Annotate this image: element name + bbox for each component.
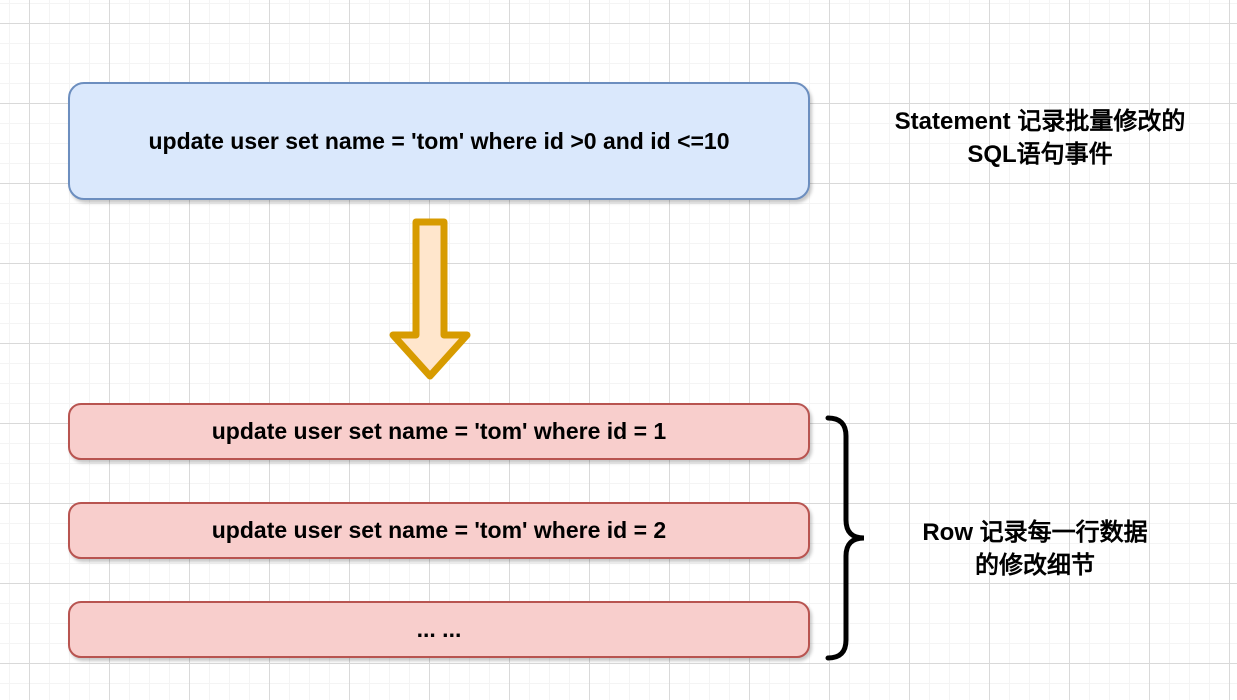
row-label-line2: 的修改细节 [975,552,1095,579]
curly-brace-icon [825,415,865,661]
row-sql-box-3: ... ... [68,601,810,658]
statement-sql-text: update user set name = 'tom' where id >0… [148,127,730,154]
row-label-line1: Row 记录每一行数据 [922,519,1148,546]
statement-label-line2: SQL语句事件 [967,141,1113,168]
statement-label-line1: Statement 记录批量修改的 [894,108,1186,135]
row-sql-box-1: update user set name = 'tom' where id = … [68,403,810,460]
row-sql-text-2: update user set name = 'tom' where id = … [211,517,667,543]
row-sql-text-1: update user set name = 'tom' where id = … [211,418,667,444]
row-label: Row 记录每一行数据 的修改细节 [855,516,1215,582]
statement-sql-box: update user set name = 'tom' where id >0… [68,82,810,200]
row-sql-box-2: update user set name = 'tom' where id = … [68,502,810,559]
statement-label: Statement 记录批量修改的 SQL语句事件 [845,105,1235,171]
row-sql-text-3: ... ... [416,616,462,642]
down-arrow-icon [389,218,471,380]
